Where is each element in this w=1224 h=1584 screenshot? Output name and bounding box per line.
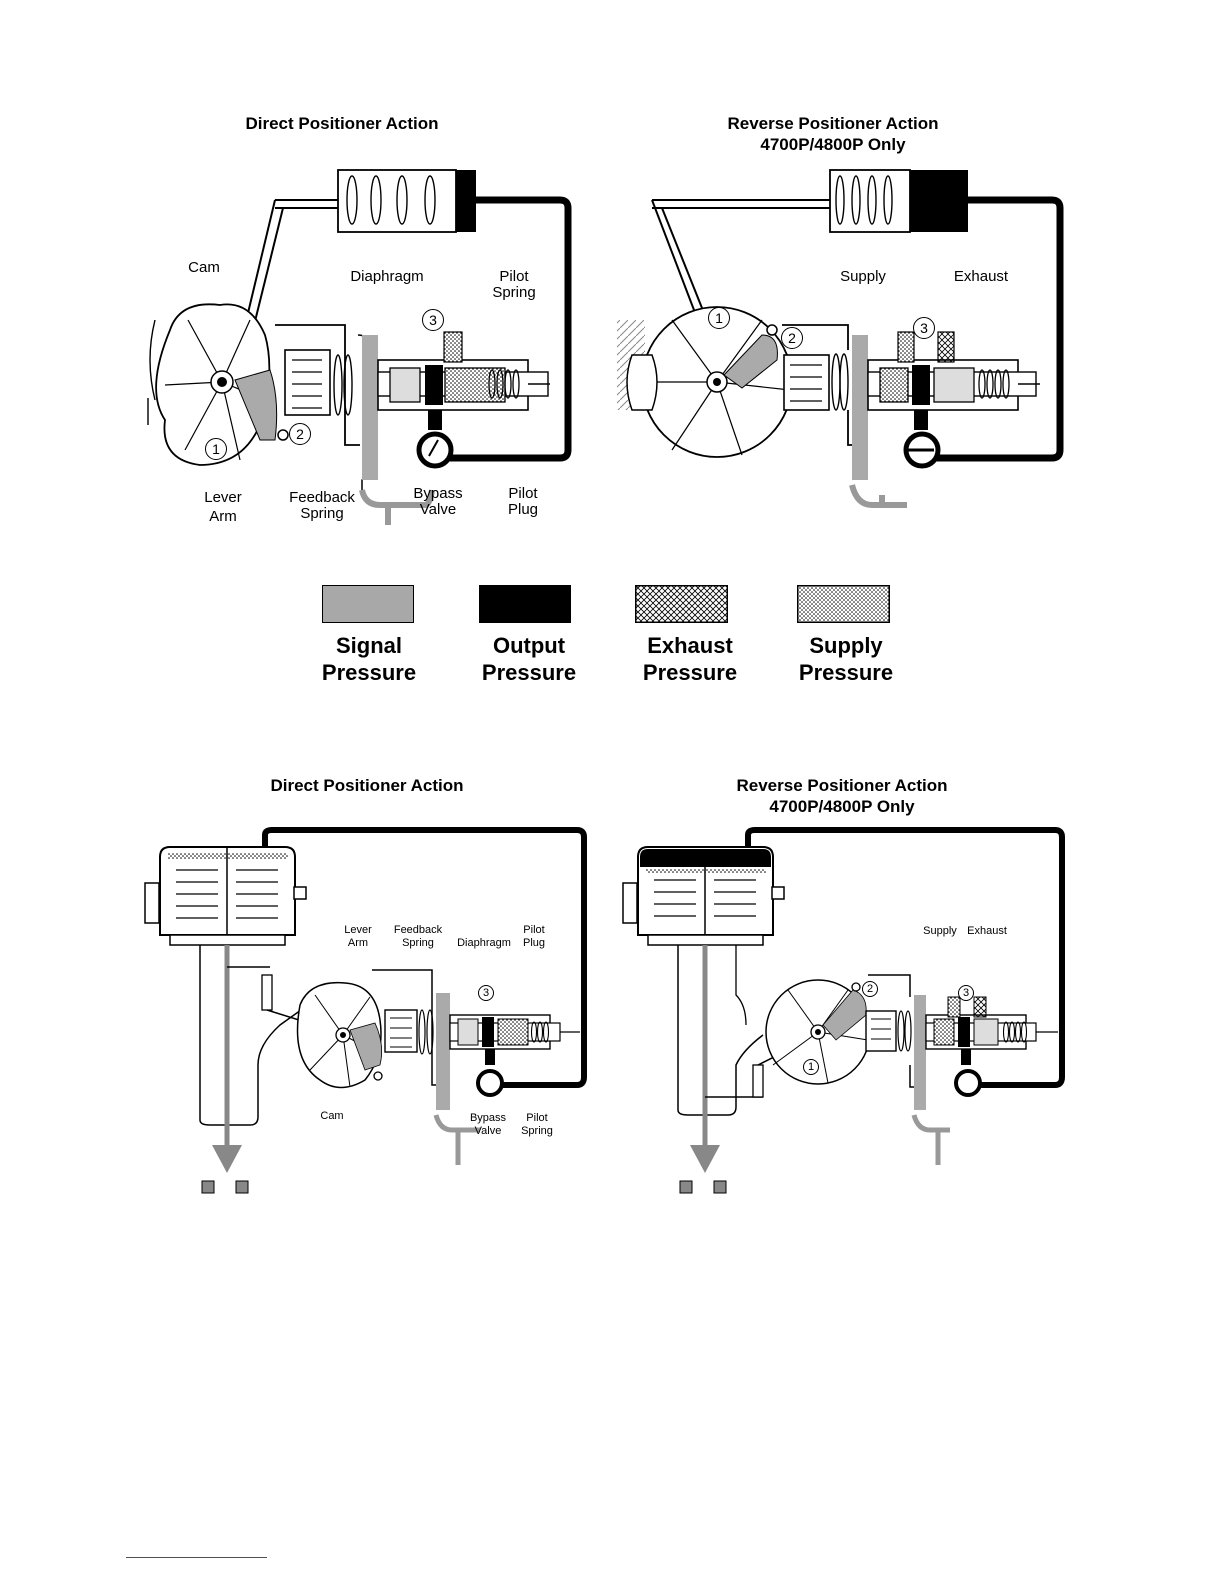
legend-label-signal-2: Pressure [321,660,417,685]
lower-direct-label-pilot-spring-2: Spring [521,1125,553,1137]
legend-swatch-output [479,585,571,623]
legend-label-supply-2: Pressure [798,660,894,685]
lower-reverse-marker-3: 3 [958,985,974,1001]
upper-direct-label-feedback-spring-1: Feedback [289,489,355,506]
footer-rule [126,1557,267,1558]
legend-label-signal-1: Signal [335,633,402,658]
upper-direct-label-pilot-plug-1: Pilot [508,485,538,502]
lower-reverse-label-exhaust: Exhaust [967,925,1007,937]
lower-reverse-marker-2: 2 [862,981,878,997]
lower-direct-label-pilot-plug-1: Pilot [523,924,545,936]
lower-direct-label-lever-arm-1: Lever [344,924,372,936]
upper-direct-marker-2: 2 [289,423,311,445]
upper-direct-diagram [147,169,572,525]
upper-direct-label-lever-arm-2: Arm [209,508,237,525]
legend-label-exhaust-2: Pressure [642,660,738,685]
legend-label-exhaust-1: Exhaust [647,633,733,658]
upper-reverse-marker-2: 2 [781,327,803,349]
upper-direct-label-pilot-spring-1: Pilot [499,268,529,285]
upper-direct-label-pilot-spring-2: Spring [492,284,536,301]
upper-direct-marker-1: 1 [205,438,227,460]
upper-direct-label-lever-arm-1: Lever [204,489,242,506]
lower-reverse-label-supply: Supply [923,925,957,937]
upper-direct-label-bypass-valve-2: Valve [419,501,457,518]
upper-direct-label-cam: Cam [188,259,220,276]
lower-direct-diagram [144,827,587,1194]
upper-reverse-marker-3: 3 [913,317,935,339]
lower-direct-label-bypass-valve-2: Valve [474,1125,502,1137]
lower-direct-label-bypass-valve-1: Bypass [469,1112,507,1124]
upper-reverse-title-line2: 4700P/4800P Only [760,135,906,154]
lower-direct-label-pilot-plug-2: Plug [522,937,546,949]
lower-direct-title: Direct Positioner Action [270,776,464,795]
upper-direct-label-feedback-spring-2: Spring [300,505,344,522]
upper-reverse-label-exhaust: Exhaust [953,268,1009,285]
legend-swatch-signal [322,585,414,623]
lower-reverse-diagram [622,827,1065,1194]
upper-direct-title: Direct Positioner Action [245,114,439,133]
lower-direct-label-diaphragm: Diaphragm [457,937,511,949]
lower-direct-marker-3: 3 [478,985,494,1001]
upper-reverse-label-supply: Supply [840,268,886,285]
lower-direct-label-pilot-spring-1: Pilot [526,1112,548,1124]
legend-label-supply-1: Supply [809,633,883,658]
upper-reverse-diagram [617,169,1064,508]
lower-reverse-title-line2: 4700P/4800P Only [769,797,915,816]
lower-direct-label-lever-arm-2: Arm [347,937,369,949]
lower-reverse-title-line1: Reverse Positioner Action [736,776,948,795]
upper-reverse-marker-1: 1 [708,307,730,329]
upper-direct-label-bypass-valve-1: Bypass [413,485,463,502]
lower-direct-label-feedback-spring-1: Feedback [393,924,443,936]
legend-swatch-supply [797,585,890,623]
upper-reverse-title-line1: Reverse Positioner Action [727,114,939,133]
lower-reverse-marker-1: 1 [803,1059,819,1075]
lower-direct-label-cam: Cam [320,1110,344,1122]
legend-label-output-1: Output [492,633,566,658]
upper-direct-label-pilot-plug-2: Plug [507,501,539,518]
legend-swatch-exhaust [635,585,728,623]
upper-direct-label-diaphragm: Diaphragm [350,268,424,285]
legend-label-output-2: Pressure [481,660,577,685]
lower-direct-label-feedback-spring-2: Spring [402,937,434,949]
upper-direct-marker-3: 3 [422,309,444,331]
